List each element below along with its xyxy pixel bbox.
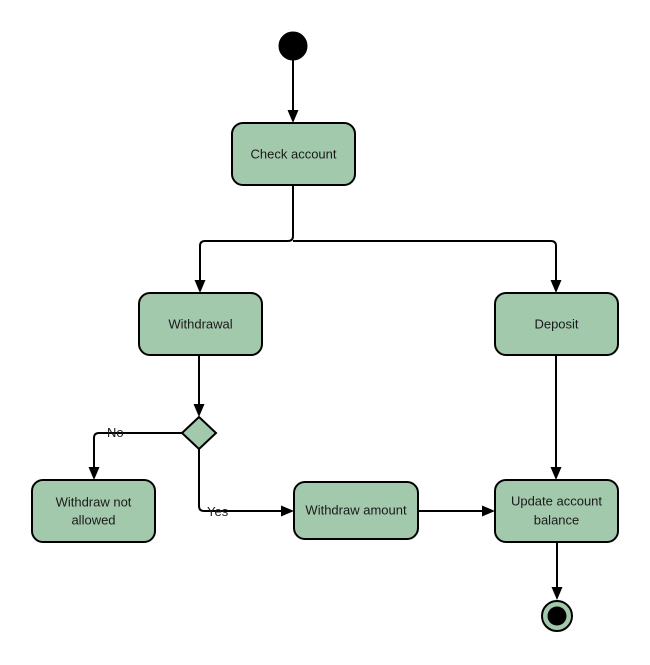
edge-label-no: No <box>107 425 124 440</box>
action-box[interactable] <box>494 292 619 356</box>
decision-diamond-icon[interactable] <box>180 415 218 451</box>
arrowhead-icon <box>482 505 495 517</box>
edge-withdrawal-to-decision <box>193 355 205 417</box>
action-box[interactable] <box>138 292 263 356</box>
edge-line <box>293 240 557 284</box>
edge-check-account-to-deposit <box>293 240 562 293</box>
node-end[interactable] <box>541 600 573 632</box>
arrowhead-icon <box>551 587 563 600</box>
arrowhead-icon <box>88 467 100 480</box>
node-check-account[interactable]: Check account <box>231 122 356 186</box>
action-box[interactable] <box>293 481 419 540</box>
node-withdrawal[interactable]: Withdrawal <box>138 292 263 356</box>
action-box[interactable] <box>31 479 156 543</box>
node-label-withdraw-not-allowed-line2: allowed <box>71 512 115 527</box>
edge-check-account-to-withdrawal <box>194 185 294 293</box>
node-update-account-balance[interactable]: Update account balance <box>494 479 619 543</box>
node-withdraw-amount[interactable]: Withdraw amount <box>293 481 419 540</box>
node-label-withdrawal: Withdrawal <box>168 316 232 331</box>
edge-update-account-balance-to-end <box>551 542 563 600</box>
node-deposit[interactable]: Deposit <box>494 292 619 356</box>
edge-label-yes: Yes <box>207 504 229 519</box>
arrowhead-icon <box>550 467 562 480</box>
edge-line <box>199 185 294 284</box>
edge-withdraw-amount-to-update-account-balance <box>418 505 495 517</box>
arrowhead-icon <box>194 280 206 293</box>
arrowhead-icon <box>281 505 294 517</box>
node-label-update-account-balance-line1: Update account <box>511 493 602 508</box>
edge-start-to-check-account <box>287 60 299 123</box>
edge-line <box>198 449 285 512</box>
initial-node-icon[interactable] <box>278 31 308 61</box>
node-label-withdraw-amount: Withdraw amount <box>305 502 407 517</box>
arrowhead-icon <box>550 280 562 293</box>
edge-decision-to-withdraw-not-allowed: No <box>88 425 182 480</box>
arrowhead-icon <box>287 110 299 123</box>
action-box[interactable] <box>231 122 356 186</box>
edge-deposit-to-update-account-balance <box>550 355 562 480</box>
node-decision[interactable] <box>180 415 218 451</box>
node-label-withdraw-not-allowed-line1: Withdraw not <box>56 494 132 509</box>
final-node-core-icon <box>547 606 567 626</box>
action-box[interactable] <box>494 479 619 543</box>
edge-line <box>93 432 182 471</box>
node-label-update-account-balance-line2: balance <box>534 512 580 527</box>
node-label-deposit: Deposit <box>534 316 578 331</box>
node-label-check-account: Check account <box>251 146 337 161</box>
node-start[interactable] <box>278 31 308 61</box>
arrowhead-icon <box>193 404 205 417</box>
node-withdraw-not-allowed[interactable]: Withdraw not allowed <box>31 479 156 543</box>
edge-decision-to-withdraw-amount: Yes <box>198 449 294 519</box>
